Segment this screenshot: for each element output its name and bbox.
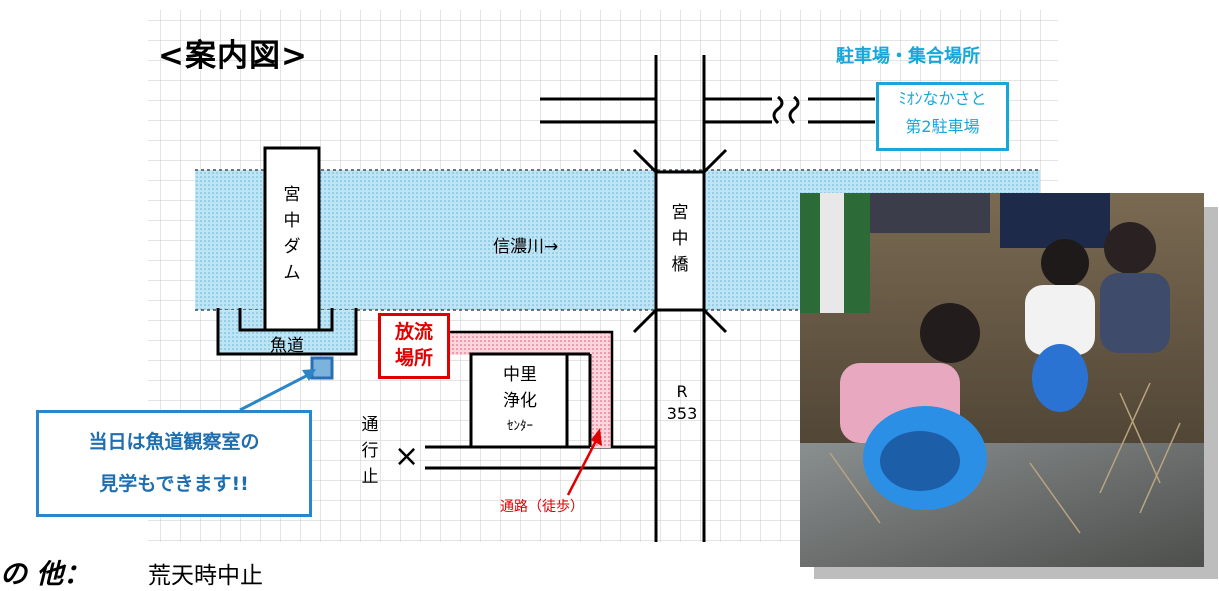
- children-releasing-fish-photo-icon: [800, 193, 1204, 567]
- vertical-char: 宮: [283, 185, 301, 205]
- river-label: 信濃川→: [493, 237, 559, 257]
- callout-line-2: 見学もできます!!: [99, 473, 249, 495]
- release-site-box: 放流 場所: [378, 313, 450, 379]
- vertical-char: 宮: [671, 203, 689, 223]
- parking-box: ﾐｵﾝなかさと 第2駐車場: [876, 82, 1009, 151]
- release-site-line-1: 放流: [394, 321, 433, 343]
- parking-box-line-2: 第2駐車場: [905, 117, 980, 136]
- vertical-char: 止: [361, 467, 379, 487]
- closed-mark: ×: [394, 439, 420, 474]
- parking-caption: 駐車場・集合場所: [836, 46, 980, 67]
- fishway-label: 魚道: [270, 336, 304, 356]
- bridge-structure: [654, 170, 706, 312]
- vertical-char: 通: [361, 415, 379, 435]
- center-label-line-1: 中里: [503, 365, 537, 385]
- dam-structure: [263, 146, 321, 332]
- vertical-char: 橋: [671, 255, 689, 275]
- vertical-char: ム: [283, 263, 301, 283]
- route-label-line-1: R: [676, 382, 688, 401]
- route-label: R 353: [664, 381, 700, 425]
- observation-room-marker: [310, 356, 334, 380]
- vertical-char: 中: [671, 229, 689, 249]
- map-title: <案内図>: [158, 38, 308, 74]
- observation-callout: 当日は魚道観察室の 見学もできます!!: [36, 410, 312, 517]
- center-label-line-3: ｾﾝﾀｰ: [507, 419, 533, 434]
- event-photo: [800, 193, 1204, 567]
- closed-label: 通行止: [357, 412, 383, 490]
- footer-note: 荒天時中止: [148, 563, 263, 589]
- route-label-line-2: 353: [666, 404, 698, 423]
- vertical-char: 行: [361, 441, 379, 461]
- release-site-line-2: 場所: [394, 347, 433, 369]
- center-label-line-2: 浄化: [503, 391, 537, 411]
- walk-path-label: 通路（徒歩）: [500, 499, 584, 515]
- parking-box-line-1: ﾐｵﾝなかさと: [898, 89, 987, 108]
- center-label: 中里 浄化 ｾﾝﾀｰ: [474, 362, 566, 440]
- vertical-char: 中: [283, 211, 301, 231]
- bridge-label: 宮中橋: [667, 200, 693, 278]
- vertical-char: ダ: [283, 237, 301, 257]
- dam-label: 宮中ダム: [279, 182, 305, 286]
- footer-left-label: の 他：: [0, 559, 91, 590]
- callout-line-1: 当日は魚道観察室の: [88, 431, 260, 453]
- purification-center-building: [469, 352, 569, 449]
